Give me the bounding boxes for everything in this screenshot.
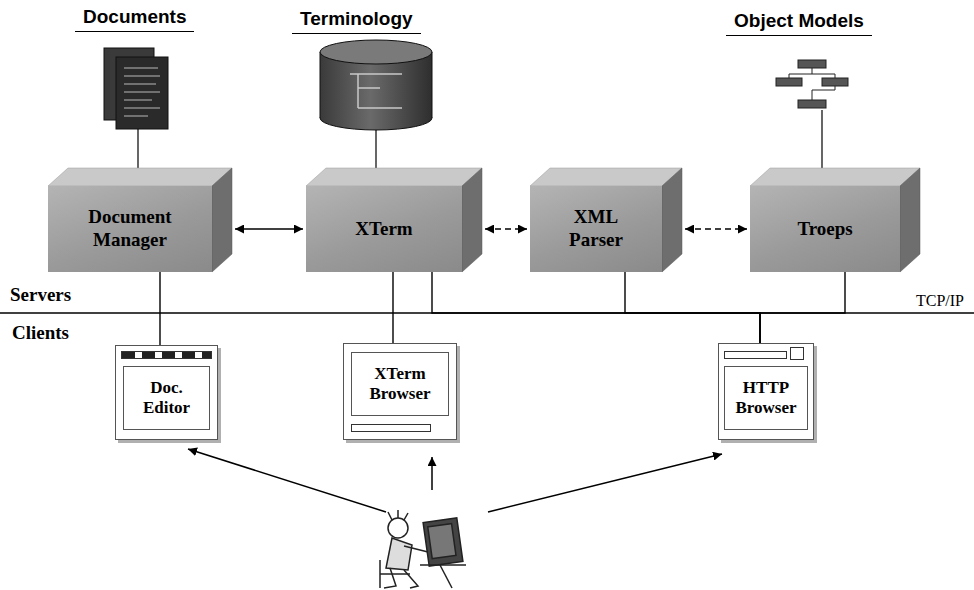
box-bevels [48,168,920,272]
box-top-face [750,168,920,186]
network-link [760,272,845,343]
window-bar [790,347,804,360]
object-model-icon [776,60,848,168]
server-box: Troeps [750,186,900,272]
server-box: Document Manager [48,186,212,272]
link-arrow [685,228,747,229]
user-figure [380,510,466,588]
node-label: HTTP Browser [730,378,802,419]
window-pane: XTerm Browser [351,352,449,416]
box-side-face [900,168,920,272]
network-link [392,272,393,343]
node-label: XML Parser [553,206,639,252]
node-label: Document Manager [71,206,189,252]
box-side-face [662,168,682,272]
section-heading: Object Models [726,10,872,36]
server-box: XTerm [306,186,462,272]
network-link [625,272,760,343]
node-label: XTerm [355,218,412,241]
section-heading: Documents [75,6,194,32]
window-pane: Doc. Editor [123,366,210,430]
usage-arrows [188,449,722,512]
node-label: Troeps [797,218,852,241]
server-box: XML Parser [530,186,662,272]
network-link [432,272,760,343]
node-label: Doc. Editor [132,378,202,419]
database-icon [320,40,432,168]
box-top-face [306,168,482,186]
link-arrow [235,228,303,229]
box-top-face [48,168,232,186]
box-side-face [212,168,232,272]
documents-icon [104,48,168,168]
window-bar [351,424,431,432]
network-label: TCP/IP [916,292,964,310]
section-heading: Terminology [292,8,421,34]
client-window: XTerm Browser [343,343,457,440]
tier-label: Clients [12,322,69,344]
window-pane: HTTP Browser [724,366,808,430]
client-window: HTTP Browser [718,343,814,440]
network-link [159,272,160,345]
client-window: Doc. Editor [115,345,218,440]
tier-label: Servers [10,284,71,306]
box-side-face [462,168,482,272]
node-label: XTerm Browser [357,364,443,405]
connectors [160,229,845,345]
link-arrow [485,228,527,229]
window-bar [724,351,787,359]
box-top-face [530,168,682,186]
window-bar [121,351,212,359]
